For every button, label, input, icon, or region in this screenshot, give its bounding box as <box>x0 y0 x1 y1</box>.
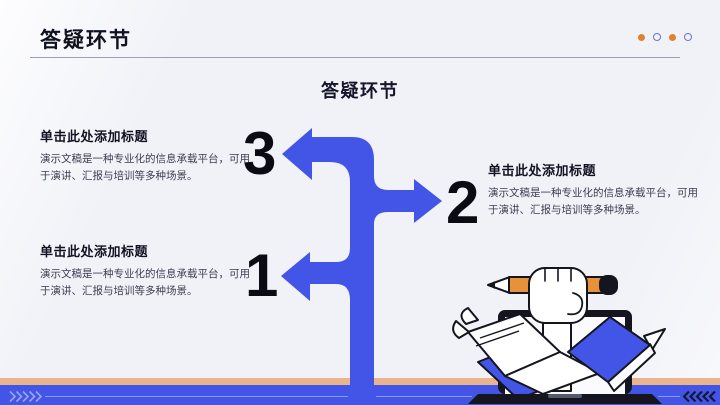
slide-title: 答疑环节 <box>40 29 132 52</box>
section-title: 答疑环节 <box>321 81 399 101</box>
point-3-body: 演示文稿是一种专业化的信息承载平台，可用于演讲、汇报与培训等多种场景。 <box>40 153 250 182</box>
point-2-number: 2 <box>446 169 480 236</box>
progress-dot-icon <box>638 33 645 41</box>
point-3-heading: 单击此处添加标题 <box>40 129 149 144</box>
footer-divider-line <box>45 396 348 397</box>
title-underline <box>30 57 680 58</box>
point-1-heading: 单击此处添加标题 <box>40 244 149 259</box>
footer-divider-line <box>376 396 472 397</box>
point-1-number: 1 <box>245 242 279 309</box>
slide-progress-dots <box>638 33 692 41</box>
point-2-body: 演示文稿是一种专业化的信息承载平台，可用于演讲、汇报与培训等多种场景。 <box>488 187 698 216</box>
chevrons-left-icon <box>683 390 716 403</box>
footer-divider-line <box>658 396 680 397</box>
progress-dot-icon <box>653 33 661 41</box>
point-1-text-block: 单击此处添加标题 演示文稿是一种专业化的信息承载平台，可用于演讲、汇报与培训等多… <box>40 241 252 300</box>
point-1-body: 演示文稿是一种专业化的信息承载平台，可用于演讲、汇报与培训等多种场景。 <box>40 268 250 297</box>
point-3-number: 3 <box>243 120 277 187</box>
point-2-text-block: 单击此处添加标题 演示文稿是一种专业化的信息承载平台，可用于演讲、汇报与培训等多… <box>488 160 700 219</box>
point-2-heading: 单击此处添加标题 <box>488 163 597 178</box>
progress-dot-icon <box>684 33 692 41</box>
point-3-text-block: 单击此处添加标题 演示文稿是一种专业化的信息承载平台，可用于演讲、汇报与培训等多… <box>40 126 252 185</box>
chevrons-right-icon <box>9 390 43 403</box>
progress-dot-icon <box>669 33 676 41</box>
